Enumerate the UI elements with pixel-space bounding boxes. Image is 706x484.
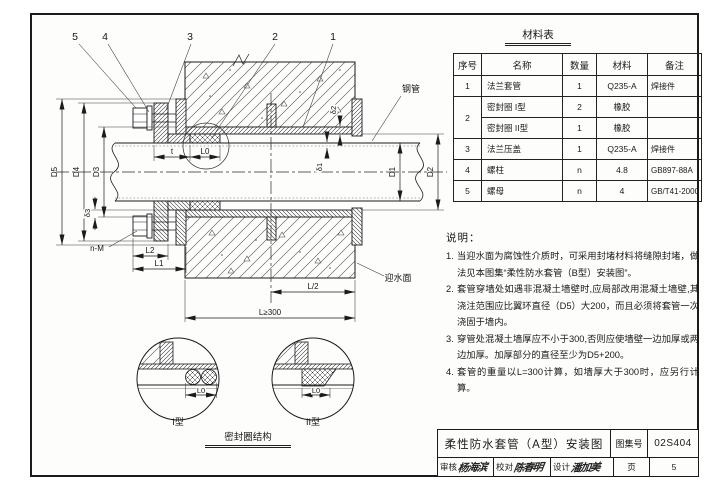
table-row: 5 螺母 n 4 GB/T41-2000 [453,180,703,202]
title-block-row1: 柔性防水套管（A型）安装图 图集号 02S404 [438,430,698,458]
note-item: 2. 套管穿墙处如遇非混凝土墙壁时,应局部改用混凝土墙壁,其浇注范围应比翼环直径… [446,284,699,327]
seal-structure-caption: 密封圈结构 [205,429,291,448]
callout-3: 3 [187,31,193,43]
detail1-l0: L0 [197,386,205,395]
notes-section: 说明： 1. 当迎水面为腐蚀性介质时，可采用封堵材料将缝隙封堵，做法见本图集“柔… [446,230,699,397]
dim-d4: D4 [72,166,81,177]
dim-d5: D5 [50,166,59,177]
dim-d3: D3 [92,166,101,177]
atlas-number-label: 图集号 [610,430,647,457]
casing-assembly [115,98,420,147]
dim-half-length: L/2 [307,282,319,291]
table-row: 1 法兰套管 1 Q235-A 焊接件 [453,75,703,97]
table-header-row: 序号 名称 数量 材料 备注 [453,53,703,76]
design-signature: 潘加美 [570,461,601,474]
dim-total-length: L≥300 [259,308,282,317]
pipe-break-left [110,142,119,202]
dim-n-m: n-M [90,244,104,253]
drawing-title: 柔性防水套管（A型）安装图 [444,438,604,451]
dim-l1: L1 [155,259,164,268]
col-material: 材料 [596,53,648,76]
callout-2: 2 [272,31,278,43]
col-note: 备注 [646,53,703,76]
table-row: 密封圈 II型 1 橡胶 [454,117,703,139]
detail2-l0: L0 [312,386,320,395]
aggregate-dots [209,69,341,269]
callout-1: 1 [330,31,336,43]
dimension-lines [56,95,444,322]
table-row: 4 螺柱 n 4.8 GB897-88A [453,159,703,181]
col-qty: 数量 [562,53,597,76]
detail2-label: II型 [306,417,320,427]
atlas-number-value: 02S404 [647,430,698,457]
detail-type2 [272,338,354,389]
concrete-wall [184,53,356,279]
detail2-circle [271,337,355,421]
note-item: 1. 当迎水面为腐蚀性介质时，可采用封堵材料将缝隙封堵，做法见本图集“柔性防水套… [446,251,699,278]
col-no: 序号 [453,53,482,76]
detail1-circle [136,337,220,421]
proof-signature: 陈春明 [513,461,544,474]
water-face-label: 迎水面 [384,272,411,283]
page-number-cell: 5 [649,458,698,476]
callout-4: 4 [102,31,108,43]
table-row: 2 密封圈 I型 2 橡胶 [453,96,703,139]
table-row: 3 法兰压盖 1 Q235-A 焊接件 [453,138,703,160]
dim-d2: D2 [426,166,435,177]
notes-title: 说明： [446,232,481,244]
dim-delta2: δ2 [329,106,338,114]
steel-pipe-label: 钢管 [402,83,420,94]
note-item: 4. 套管的重量以L=300计算，如墙厚大于300时，应另行计算。 [446,366,699,394]
dim-delta1: δ1 [315,163,324,171]
col-name: 名称 [481,53,563,76]
review-cell: 审核 杨海滨 [440,461,488,474]
aggregate-marks [202,72,345,274]
title-block-row2: 审核 杨海滨 校对 陈春明 设计 潘加美 页 5 [438,458,698,476]
materials-table: 序号 名称 数量 材料 备注 1 法兰套管 1 Q235-A 焊接件 2 密封圈… [453,53,703,202]
proof-cell: 校对 陈春明 [493,458,550,476]
page-label-cell: 页 [613,458,649,476]
dim-delta3: δ3 [83,209,92,217]
callout-leader-lines [78,43,334,140]
dim-t: t [171,147,174,156]
seal-detail-circle [182,122,230,170]
detail-type1 [137,338,219,389]
dim-l0: L0 [201,147,210,156]
review-signature: 杨海滨 [457,461,488,474]
dim-d1: D1 [388,166,397,177]
design-cell: 设计 潘加美 [550,458,613,476]
note-item: 3. 穿管处混凝土墙厚应不小于300,否则应使墙壁一边加厚或两边加厚。加厚部分的… [446,333,699,361]
detail1-label: I型 [172,417,184,427]
callout-5: 5 [72,31,78,43]
materials-table-title: 材料表 [505,27,571,46]
title-block: 柔性防水套管（A型）安装图 图集号 02S404 审核 杨海滨 校对 陈春明 设… [437,429,699,477]
dim-l2: L2 [146,246,155,255]
